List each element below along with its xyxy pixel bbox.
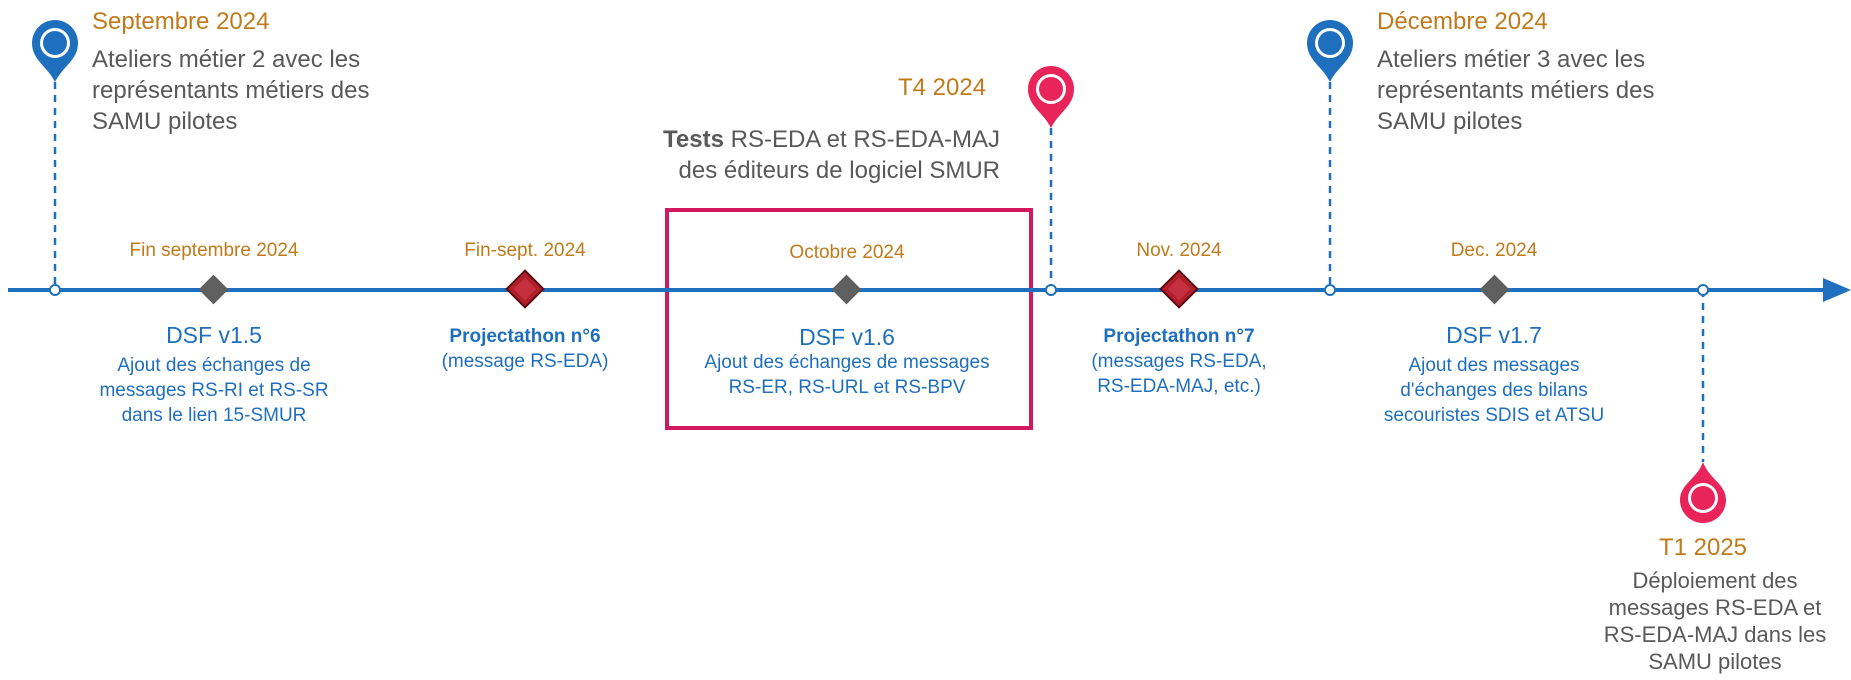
- milestone-desc-line: (message RS-EDA): [441, 351, 609, 372]
- milestone-date: Fin-sept. 2024: [464, 240, 586, 261]
- milestone-desc: Ajout des échanges de messages RS-ER, RS…: [672, 350, 1022, 400]
- milestone-desc-line: RS-EDA-MAJ, etc.): [1097, 376, 1261, 397]
- milestone-desc-line: Ajout des échanges de messages: [704, 352, 990, 373]
- milestone-date: Dec. 2024: [1450, 240, 1538, 261]
- pin-desc-line: des éditeurs de logiciel SMUR: [678, 157, 1000, 184]
- axis-dot-3: [1324, 284, 1336, 296]
- milestone-date: Nov. 2024: [1136, 240, 1222, 261]
- pin-desc-line: RS-EDA-MAJ dans les: [1603, 622, 1827, 647]
- milestone-title: DSF v1.6: [799, 324, 895, 350]
- pin-desc-t4-2024: Tests RS-EDA et RS-EDA-MAJ des éditeurs …: [560, 124, 1000, 186]
- milestone-desc-line: (messages RS-EDA,: [1091, 351, 1267, 372]
- pin-desc-text: RS-EDA et RS-EDA-MAJ: [730, 126, 1000, 153]
- map-pin-icon-blue-2: [1307, 20, 1353, 82]
- pin-desc-line: SAMU pilotes: [1648, 649, 1782, 674]
- milestone-desc-line: Ajout des échanges de: [117, 355, 311, 376]
- pin-date-decembre-2024: Décembre 2024: [1377, 8, 1548, 35]
- pin-desc-septembre-2024: Ateliers métier 2 avec les représentants…: [92, 44, 369, 137]
- axis-dot-2: [1045, 284, 1057, 296]
- milestone-title: Projectathon n°6: [449, 326, 601, 347]
- milestone-desc-line: dans le lien 15-SMUR: [121, 405, 307, 426]
- map-pin-icon-red-2: [1680, 462, 1726, 523]
- pin-desc-decembre-2024: Ateliers métier 3 avec les représentants…: [1377, 44, 1654, 137]
- pin-desc-line: Ateliers métier 3 avec les: [1377, 46, 1646, 73]
- milestone-title: DSF v1.7: [1446, 322, 1542, 348]
- milestone-desc-line: messages RS-RI et RS-SR: [99, 380, 329, 401]
- pin-date-t4-2024: T4 2024: [898, 74, 987, 101]
- timeline-arrowhead: [1823, 278, 1851, 302]
- map-pin-icon-red-1: [1028, 66, 1074, 128]
- pin-desc-t1-2025: Déploiement des messages RS-EDA et RS-ED…: [1584, 567, 1846, 675]
- milestone-desc-line: RS-ER, RS-URL et RS-BPV: [728, 377, 966, 398]
- milestone-date: Fin septembre 2024: [129, 240, 299, 261]
- diamond-marker-dsf-v1-7: [1479, 274, 1510, 305]
- pin-date-t1-2025: T1 2025: [1658, 534, 1748, 561]
- milestone-desc-line: secouristes SDIS et ATSU: [1383, 405, 1605, 426]
- pin-date-septembre-2024: Septembre 2024: [92, 8, 270, 35]
- pin-desc-line: Ateliers métier 2 avec les: [92, 46, 361, 73]
- milestone-desc-line: Ajout des messages: [1408, 355, 1580, 376]
- milestone-date: Octobre 2024: [789, 242, 905, 263]
- pin-desc-line: SAMU pilotes: [92, 108, 238, 135]
- map-pin-icon-blue-1: [32, 20, 78, 82]
- highlight-box: [665, 208, 1033, 430]
- milestone-title: Projectathon n°7: [1103, 326, 1255, 347]
- milestone-desc: Ajout des messages d'échanges des bilans…: [1354, 353, 1634, 428]
- pin-desc-line: Déploiement des: [1632, 568, 1798, 593]
- milestone-desc-line: d'échanges des bilans: [1400, 380, 1588, 401]
- pin-desc-bold: Tests: [663, 126, 724, 153]
- diamond-marker-dsf-v1-5: [198, 274, 229, 305]
- pin-desc-line: Tests RS-EDA et RS-EDA-MAJ: [560, 124, 1000, 155]
- pin-desc-line: SAMU pilotes: [1377, 108, 1523, 135]
- diamond-marker-projectathon-7: [1159, 269, 1199, 309]
- milestone-title: DSF v1.5: [166, 322, 262, 348]
- axis-dot-4: [1697, 284, 1709, 296]
- diamond-marker-projectathon-6: [505, 269, 545, 309]
- milestone-desc: (messages RS-EDA, RS-EDA-MAJ, etc.): [1059, 349, 1299, 399]
- milestone-desc: Ajout des échanges de messages RS-RI et …: [74, 353, 354, 428]
- diamond-marker-dsf-v1-6: [831, 274, 862, 305]
- pin-desc-line: messages RS-EDA et: [1608, 595, 1822, 620]
- axis-dot-1: [49, 284, 61, 296]
- pin-desc-line: représentants métiers des: [92, 77, 370, 104]
- pin-desc-line: représentants métiers des: [1377, 77, 1655, 104]
- milestone-desc: (message RS-EDA): [405, 349, 645, 374]
